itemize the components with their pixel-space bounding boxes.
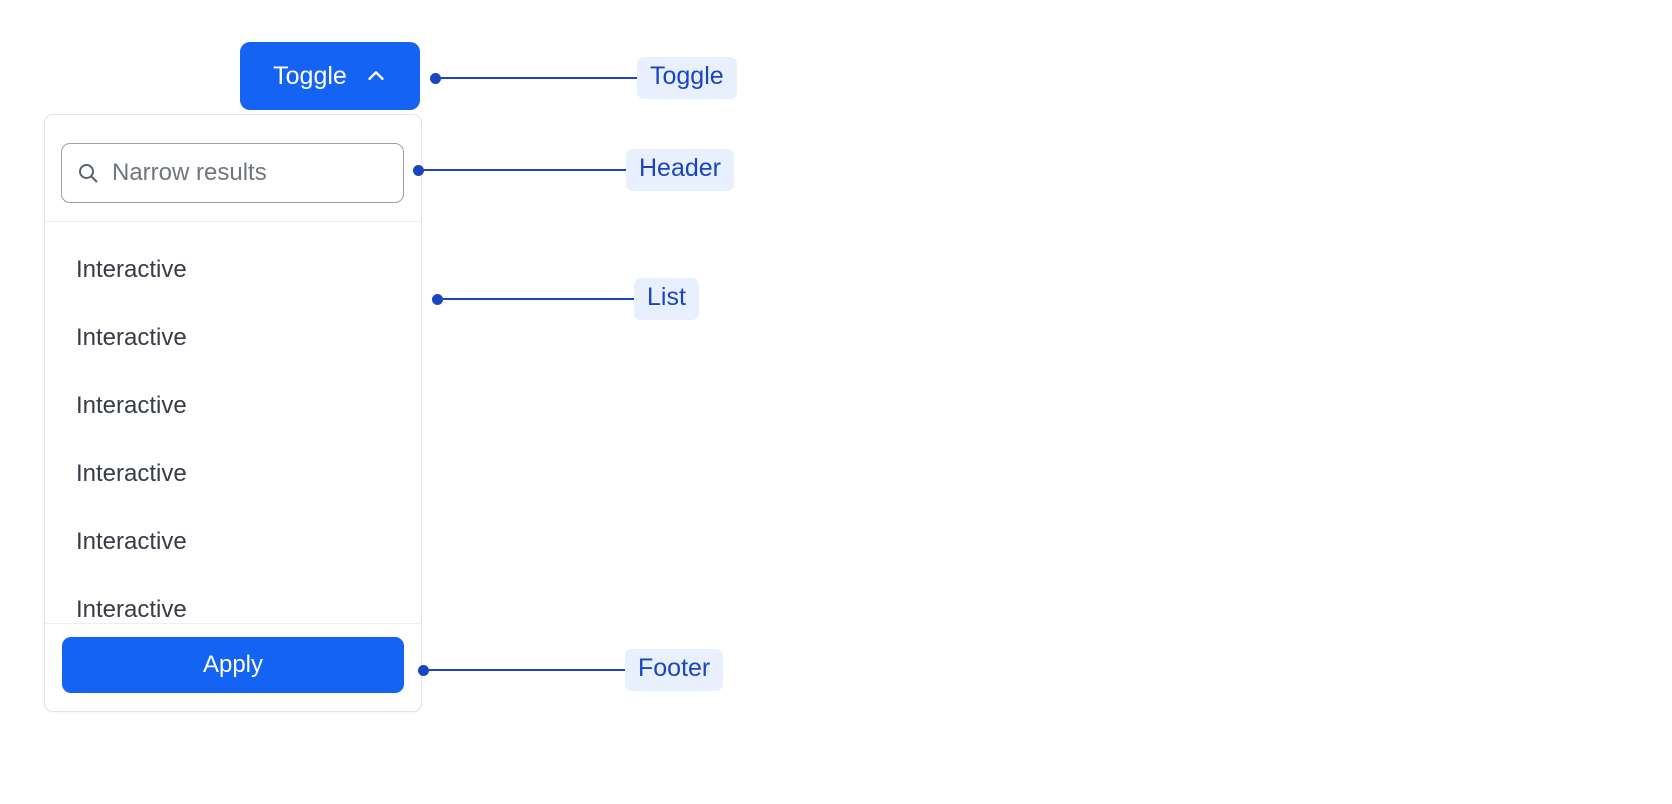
list-item[interactable]: Interactive — [45, 236, 421, 304]
list-item-label: Interactive — [76, 460, 187, 487]
annotation-line — [443, 298, 634, 300]
annotation-dot — [413, 164, 424, 176]
search-icon — [76, 161, 100, 185]
panel-list: Interactive Interactive Interactive Inte… — [45, 222, 421, 623]
annotation-label-list: List — [634, 278, 699, 320]
apply-button[interactable]: Apply — [62, 637, 404, 693]
list-item[interactable]: Interactive — [45, 440, 421, 508]
search-field[interactable] — [61, 143, 404, 203]
list-item-label: Interactive — [76, 324, 187, 351]
annotation-line — [424, 169, 626, 171]
search-input[interactable] — [112, 159, 389, 187]
annotation-label-footer: Footer — [625, 649, 724, 691]
list-item-label: Interactive — [76, 392, 187, 419]
annotation-dot — [418, 664, 429, 676]
panel-header — [45, 115, 421, 222]
list-item[interactable]: Interactive — [45, 508, 421, 576]
toggle-button-label: Toggle — [273, 61, 347, 90]
annotation-label-toggle: Toggle — [637, 57, 737, 99]
annotation-line — [441, 77, 637, 79]
list-item-label: Interactive — [76, 528, 187, 555]
list-item-label: Interactive — [76, 256, 187, 283]
annotation-line — [429, 669, 625, 671]
annotation-dot — [430, 72, 441, 84]
list-item[interactable]: Interactive — [45, 372, 421, 440]
chevron-up-icon — [365, 65, 387, 87]
dropdown-panel: Interactive Interactive Interactive Inte… — [44, 114, 422, 712]
list-item[interactable]: Interactive — [45, 576, 421, 623]
panel-footer: Apply — [45, 623, 421, 711]
list-item[interactable]: Interactive — [45, 304, 421, 372]
toggle-button[interactable]: Toggle — [240, 42, 420, 110]
annotation-dot — [432, 293, 443, 305]
list-item-label: Interactive — [76, 596, 187, 623]
annotation-label-header: Header — [626, 149, 734, 191]
